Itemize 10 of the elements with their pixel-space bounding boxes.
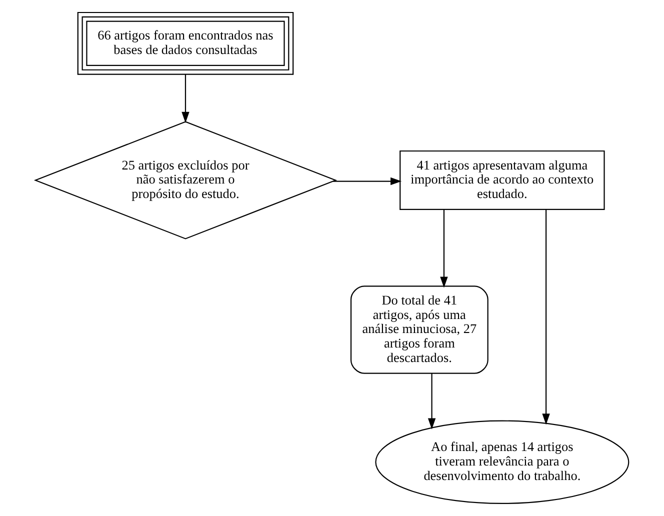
arrow [440,210,448,288]
node-ellipse: Ao final, apenas 14 artigos tiveram relevância para o desenvolvimento do trabalho. [375,420,630,504]
node-diamond: 25 artigos excluídos por não satisfazerem o propósito do estudo. [34,121,338,240]
node-box: Do total de 41 artigos, após uma análise minuciosa, 27 artigos foram descartados. [350,286,488,374]
node-box: 66 artigos foram encontrados nas bases de dados consultadas [77,12,294,75]
arrow [542,210,550,425]
arrow [333,177,402,186]
arrow [182,74,190,123]
node-box: 41 artigos apresentavam alguma importância de acordo ao contexto estudado. [400,150,605,210]
arrow [428,373,436,430]
